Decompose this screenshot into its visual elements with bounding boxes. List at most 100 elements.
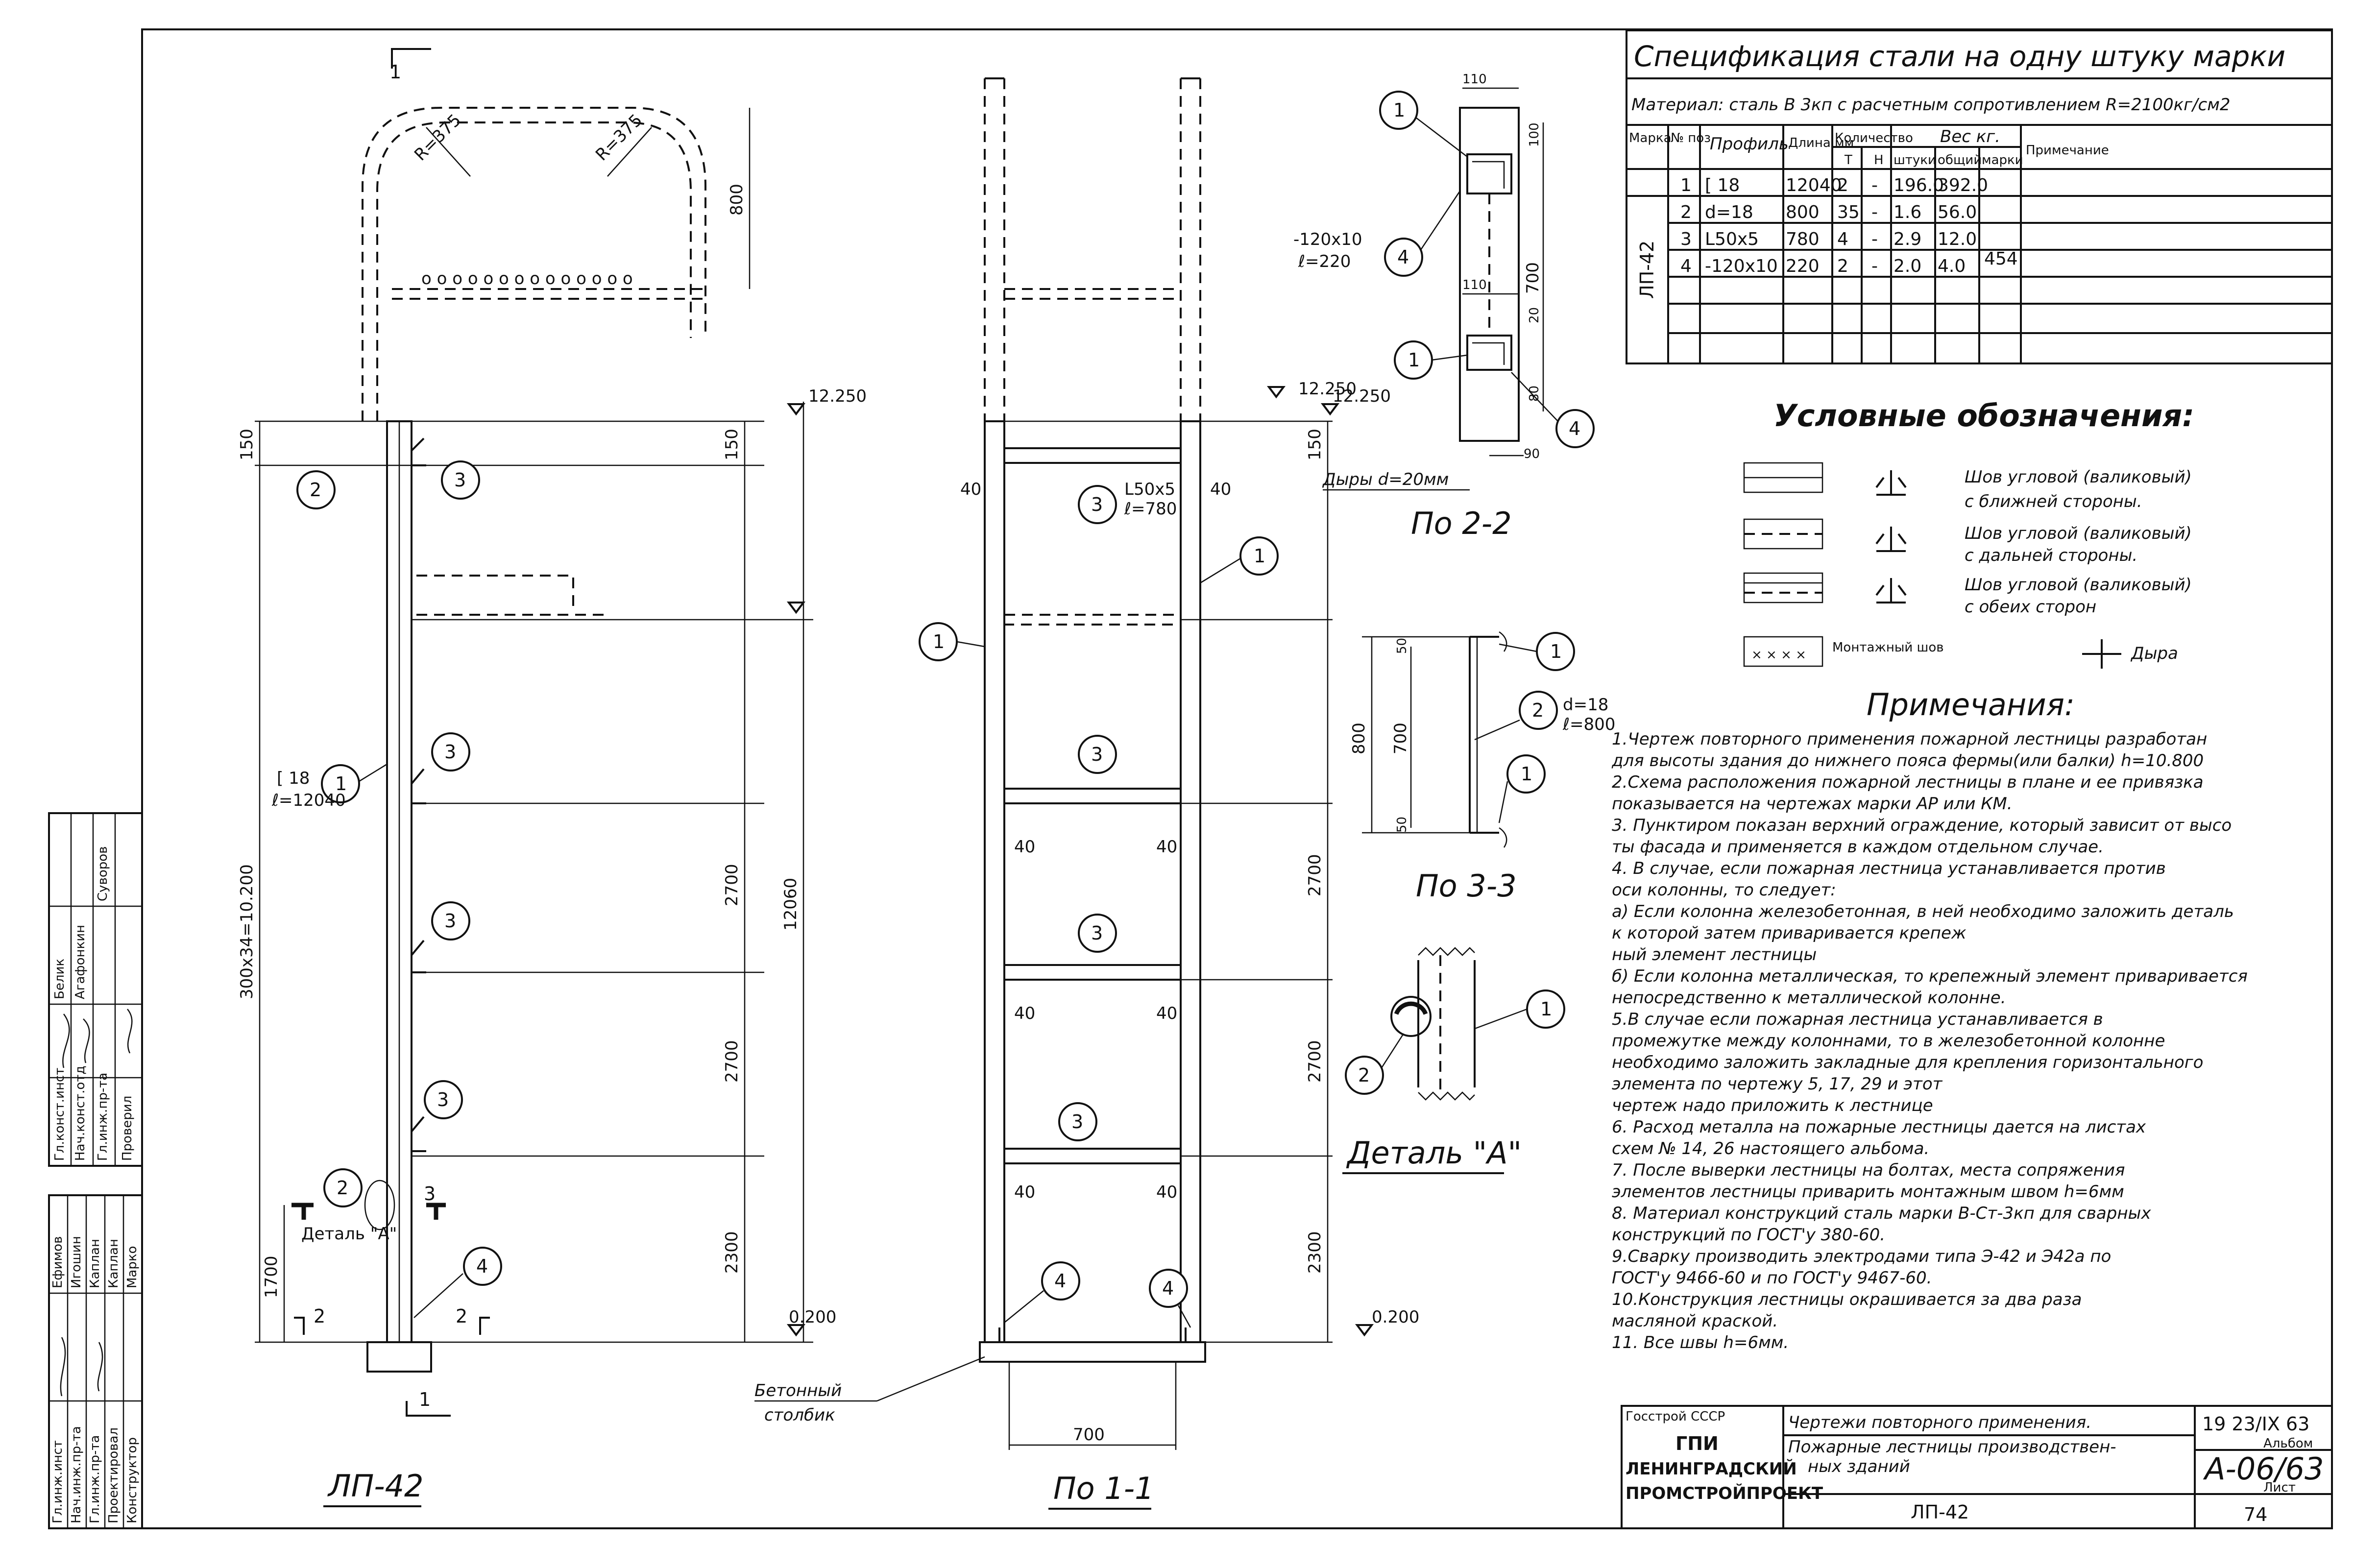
signature-scribble — [60, 1337, 103, 1397]
dim-150-right: 150 — [722, 429, 742, 460]
legend: Условные обозначения: × × × × Шов углово… — [1743, 398, 2194, 669]
rod-label: d=18 — [1563, 695, 1608, 715]
dim-12060: 12060 — [781, 878, 801, 931]
callout-4 — [1041, 1261, 1080, 1301]
callout-1 — [1379, 91, 1418, 130]
svg-text:3: 3 — [1071, 1111, 1083, 1133]
svg-text:3: 3 — [1091, 744, 1103, 765]
dim-2700-b: 2700 — [1305, 1040, 1325, 1083]
angle-brace — [1003, 964, 1182, 981]
level-top-2: 12.250 — [1333, 386, 1391, 406]
notes-list: 1.Чертеж повторного применения пожарной … — [1611, 729, 2248, 1352]
svg-text:3: 3 — [444, 910, 456, 932]
weld-both-icon — [1743, 572, 1907, 603]
note-line: необходимо заложить закладные для крепле… — [1612, 1053, 2203, 1072]
callout-3 — [1078, 485, 1117, 524]
svg-text:4: 4 — [1054, 1270, 1066, 1292]
channel-length: ℓ=12040 — [271, 791, 346, 810]
spec-mark-total: 454 — [1984, 249, 2018, 269]
hdr-note: Примечание — [2026, 143, 2109, 158]
note-line: показывается на чертежах марки АР или КМ… — [1612, 794, 2013, 814]
title-block: Госстрой СССР ГПИ ЛЕНИНГРАДСКИЙ ПРОМСТРО… — [1621, 1405, 2333, 1529]
note-line: 6. Расход металла на пожарные лестницы д… — [1612, 1117, 2146, 1137]
plate-label: -120x10 — [1293, 230, 1362, 249]
callout-2 — [323, 1168, 363, 1207]
view-lp42: o o o o o o o o o o o o o o R=375 R=375 … — [237, 48, 867, 1507]
dim-2700-a: 2700 — [722, 864, 742, 906]
dim-20: 20 — [1527, 307, 1542, 323]
svg-text:Нач.инж.пр-та: Нач.инж.пр-та — [69, 1426, 84, 1523]
spec-material: Материал: сталь В 3кп с расчетным сопрот… — [1631, 95, 2230, 115]
callout-4 — [463, 1247, 502, 1286]
note-line: к которой затем приваривается крепеж — [1612, 923, 1967, 943]
svg-text:4.0: 4.0 — [1938, 256, 1966, 276]
svg-text:1: 1 — [1550, 641, 1562, 662]
svg-text:Ефимов: Ефимов — [50, 1236, 65, 1288]
dim-40: 40 — [1210, 480, 1231, 499]
level-bottom-2: 0.200 — [1372, 1307, 1419, 1327]
hdr-w-piece: штуки — [1894, 153, 1936, 168]
radius-label-2: R=375 — [592, 110, 646, 165]
callout-2 — [296, 470, 336, 509]
level-22: 12.250 — [1298, 379, 1357, 399]
note-line: для высоты здания до нижнего пояса фермы… — [1611, 751, 2204, 771]
stamp-date: 19 23/IX 63 — [2202, 1413, 2309, 1435]
svg-text:3: 3 — [454, 469, 466, 491]
svg-text:Агафонкин: Агафонкин — [73, 925, 88, 999]
detail-ref: Деталь "А" — [301, 1224, 397, 1244]
svg-text:-: - — [1871, 256, 1878, 276]
note-line: 5.В случае если пожарная лестница устана… — [1612, 1010, 2103, 1029]
note-line: оси колонны, то следует: — [1612, 880, 1836, 900]
svg-text:2: 2 — [1680, 202, 1692, 222]
stamp-org1: Госстрой СССР — [1626, 1409, 1725, 1424]
svg-text:L50x5: L50x5 — [1705, 229, 1759, 249]
spec-row: 1 [ 18 12040 2 - 196.0 392.0 — [1680, 175, 1988, 195]
note-line: 10.Конструкция лестницы окрашивается за … — [1612, 1290, 2082, 1309]
holes-label: Дыры d=20мм — [1322, 470, 1449, 489]
view-section-33: 800 700 50 50 1 2 d=18 ℓ=800 1 По 3-3 — [1349, 631, 1615, 904]
svg-text:392.0: 392.0 — [1938, 175, 1988, 195]
note-line: масляной краской. — [1612, 1311, 1778, 1331]
svg-text:Суворов: Суворов — [96, 846, 110, 901]
angle-brace — [1003, 788, 1182, 804]
label-detail-a: Деталь "А" — [1346, 1135, 1522, 1171]
cut-2-right: 2 — [456, 1305, 467, 1327]
svg-text:Конструктор: Конструктор — [125, 1437, 140, 1523]
stamp-title3: ных зданий — [1808, 1457, 1910, 1476]
svg-text:-: - — [1871, 202, 1878, 222]
angle-length: ℓ=780 — [1124, 499, 1177, 519]
callout-3 — [431, 901, 470, 941]
dim-rungs: 300x34=10.200 — [237, 864, 257, 999]
callout-1 — [321, 764, 360, 803]
stamp-album-lbl: Альбом — [2263, 1436, 2313, 1451]
callout-3 — [441, 460, 480, 500]
svg-text:Марко: Марко — [125, 1246, 140, 1288]
rail-left — [984, 420, 1005, 1343]
hdr-w-total: общий — [1938, 153, 1982, 168]
svg-text:Игошин: Игошин — [69, 1236, 84, 1288]
note-line: 2.Схема расположения пожарной лестницы в… — [1612, 772, 2204, 792]
weld-far-icon — [1743, 518, 1907, 552]
legend-item-2a: Шов угловой (валиковый) — [1965, 524, 2192, 543]
base-block — [366, 1341, 432, 1373]
note-line: 8. Материал конструкций сталь марки В-Ст… — [1612, 1204, 2151, 1223]
svg-text:1: 1 — [1521, 763, 1532, 785]
note-line: ный элемент лестницы — [1612, 945, 1817, 965]
dim-80: 80 — [1527, 386, 1542, 402]
svg-text:Гл.инж.пр-та: Гл.инж.пр-та — [96, 1073, 110, 1161]
svg-text:-: - — [1871, 229, 1878, 249]
hdr-profile: Профиль — [1710, 134, 1789, 154]
hdr-length: Длина мм — [1788, 136, 1854, 150]
svg-text:4: 4 — [1837, 229, 1848, 249]
spec-table: Спецификация стали на одну штуку марки М… — [1626, 29, 2333, 364]
note-line: чертеж надо приложить к лестнице — [1612, 1096, 1933, 1115]
spec-row: 2 d=18 800 35 - 1.6 56.0 — [1680, 202, 1977, 222]
stamp-title1: Чертежи повторного применения. — [1788, 1413, 2091, 1432]
note-line: конструкций по ГОСТ'у 380-60. — [1612, 1225, 1885, 1245]
svg-text:1: 1 — [1254, 545, 1265, 567]
note-line: 3. Пунктиром показан верхний ограждение,… — [1612, 816, 2232, 835]
dim-40: 40 — [1156, 1004, 1177, 1023]
label-section-33: По 3-3 — [1416, 868, 1517, 904]
dim-40: 40 — [1156, 837, 1177, 857]
cut-3: 3 — [424, 1183, 436, 1205]
